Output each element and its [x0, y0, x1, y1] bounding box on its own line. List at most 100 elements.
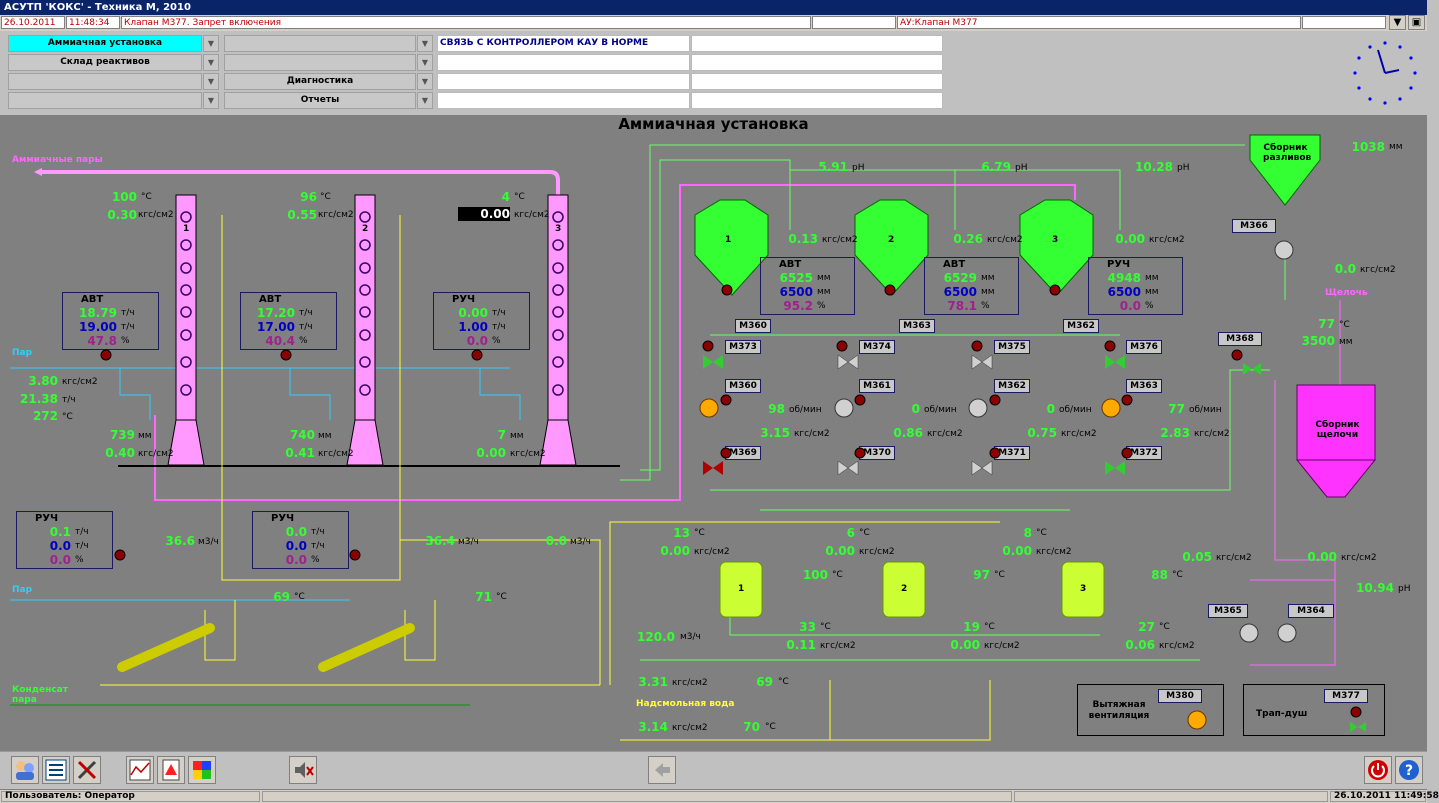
nav-empty-4[interactable]: [8, 92, 202, 109]
nav-ammonia-unit[interactable]: Аммиачная установка: [8, 35, 202, 52]
window-title: АСУТП 'КОКС' - Техника М, 2010: [0, 0, 1427, 15]
hx-1-inlet-temp: 13: [673, 526, 690, 540]
valve-m362-tag[interactable]: M362: [1063, 319, 1099, 333]
chevron-down-icon[interactable]: ▼: [417, 92, 433, 109]
valve-m369-tag[interactable]: M369: [725, 446, 761, 460]
valve-m374-tag[interactable]: M374: [859, 340, 895, 354]
saturator-2-level-panel[interactable]: АВТ 6529 мм 6500 мм 78.1 %: [924, 257, 1019, 315]
saturator-2-number: 2: [888, 235, 895, 245]
chevron-down-icon[interactable]: ▼: [203, 54, 219, 71]
regulator-pv: 18.79: [79, 306, 117, 320]
pump-m360-tag[interactable]: M360: [725, 379, 761, 393]
unit-kgf: кгс/см2: [138, 449, 174, 459]
saturator-3-number: 3: [1052, 235, 1059, 245]
nav-empty-2[interactable]: [224, 54, 416, 71]
valve-m368-tag[interactable]: M368: [1218, 332, 1262, 346]
chevron-down-icon[interactable]: ▼: [203, 92, 219, 109]
valve-m377-tag[interactable]: M377: [1324, 689, 1368, 703]
valve-m363-tag[interactable]: M363: [899, 319, 935, 333]
steam-temp: 272: [32, 409, 58, 423]
nav-reports[interactable]: Отчеты: [224, 92, 416, 109]
sound-mute-icon[interactable]: [289, 756, 317, 784]
power-icon[interactable]: [1364, 756, 1392, 784]
saturator-1-level-panel[interactable]: АВТ 6525 мм 6500 мм 95.2 %: [760, 257, 855, 315]
tools-icon[interactable]: [73, 756, 101, 784]
trap-shower-box[interactable]: M377 Трап-душ: [1243, 684, 1385, 736]
regulator-mode: АВТ: [259, 294, 282, 305]
pump-m361-tag[interactable]: M361: [859, 379, 895, 393]
steam-label: Пар: [12, 348, 33, 358]
regulator-sp: 1.00: [458, 320, 488, 334]
alarm-ack-button[interactable]: ▣: [1408, 15, 1425, 30]
column-2-level: 740: [289, 428, 315, 442]
regulator-sp: 0.0: [49, 539, 71, 553]
help-icon[interactable]: ?: [1395, 756, 1423, 784]
regulator-panel-5[interactable]: РУЧ 0.0 т/ч 0.0 т/ч 0.0 %: [252, 511, 349, 569]
pump-m364-tag[interactable]: M364: [1288, 604, 1334, 618]
column-3-temp: 4: [501, 190, 510, 204]
hx-3-outlet-temp: 27: [1138, 620, 1155, 634]
hx-1-outlet-temp: 33: [799, 620, 816, 634]
water-pressure-2: 3.14: [638, 720, 668, 734]
unit-kgf: кгс/см2: [62, 377, 98, 387]
pump-m365-tag[interactable]: M365: [1208, 604, 1248, 618]
hx-2-mid-temp: 97: [973, 568, 990, 582]
chevron-down-icon[interactable]: ▼: [417, 35, 433, 52]
nav-area: Аммиачная установка ▼ ▼ Склад реактивов …: [0, 31, 1427, 115]
valve-m375-tag[interactable]: M375: [994, 340, 1030, 354]
valve-m371-tag[interactable]: M371: [994, 446, 1030, 460]
spill-pressure: 0.0: [1334, 262, 1356, 276]
hx-3-inlet-temp: 8: [1023, 526, 1032, 540]
pump-m363-tag[interactable]: M363: [1126, 379, 1162, 393]
water-temp-1: 69: [756, 675, 773, 689]
palette-icon[interactable]: [188, 756, 216, 784]
alkali-label: Щелочь: [1325, 288, 1368, 298]
valve-m376-tag[interactable]: M376: [1126, 340, 1162, 354]
nav-empty-3[interactable]: [8, 73, 202, 90]
fan-m380-tag[interactable]: M380: [1158, 689, 1202, 703]
column-2-temp: 96: [300, 190, 317, 204]
chevron-down-icon[interactable]: ▼: [203, 73, 219, 90]
message-line-2: [437, 54, 690, 71]
list-icon[interactable]: [42, 756, 70, 784]
process-diagram: [10, 134, 1377, 741]
regulator-panel-2[interactable]: АВТ 17.20 т/ч 17.00 т/ч 40.4 %: [240, 292, 337, 350]
column-1-pressure: 0.30: [107, 208, 137, 222]
water-pressure-1: 3.31: [638, 675, 668, 689]
svg-text:?: ?: [1405, 763, 1413, 779]
pump-m362-tag[interactable]: M362: [994, 379, 1030, 393]
regulator-panel-3[interactable]: РУЧ 0.00 т/ч 1.00 т/ч 0.0 %: [433, 292, 530, 350]
water-flow: 120.0: [637, 630, 675, 644]
unit-th: т/ч: [62, 395, 76, 405]
alarm-source[interactable]: АУ:Клапан M377: [897, 16, 1301, 29]
regulator-panel-4[interactable]: РУЧ 0.1 т/ч 0.0 т/ч 0.0 %: [16, 511, 113, 569]
alarm-log-icon[interactable]: [157, 756, 185, 784]
condensate-label: Конденсат пара: [12, 685, 68, 705]
saturator-2-pressure: 0.26: [953, 232, 983, 246]
saturator-3-level-panel[interactable]: РУЧ 4948 мм 6500 мм 0.0 %: [1088, 257, 1183, 315]
pump-m366-tag[interactable]: M366: [1232, 219, 1276, 233]
alarm-message[interactable]: Клапан M377. Запрет включения: [121, 16, 811, 29]
nav-reagent-store[interactable]: Склад реактивов: [8, 54, 202, 71]
chevron-down-icon[interactable]: ▼: [417, 54, 433, 71]
regulator-panel-1[interactable]: АВТ 18.79 т/ч 19.00 т/ч 47.8 %: [62, 292, 159, 350]
chevron-down-icon[interactable]: ▼: [203, 35, 219, 52]
nav-diagnostics[interactable]: Диагностика: [224, 73, 416, 90]
exhaust-vent-box[interactable]: M380 Вытяжная вентиляция: [1077, 684, 1224, 736]
chevron-down-icon[interactable]: ▼: [417, 73, 433, 90]
nav-empty-1[interactable]: [224, 35, 416, 52]
alarm-spacer: [812, 16, 896, 29]
trend-icon[interactable]: [126, 756, 154, 784]
regulator-pv: 17.20: [257, 306, 295, 320]
regulator-sp: 17.00: [257, 320, 295, 334]
valve-m360-tag[interactable]: M360: [735, 319, 771, 333]
valve-m373-tag[interactable]: M373: [725, 340, 761, 354]
regulator-out: 0.0: [49, 553, 71, 567]
alarm-dropdown-button[interactable]: ▼: [1389, 15, 1406, 30]
pump-m363-rpm: 77: [1168, 402, 1185, 416]
steam-label-2: Пар: [12, 585, 33, 595]
back-arrow-icon[interactable]: [648, 756, 676, 784]
users-icon[interactable]: [11, 756, 39, 784]
column-3-level: 7: [497, 428, 506, 442]
